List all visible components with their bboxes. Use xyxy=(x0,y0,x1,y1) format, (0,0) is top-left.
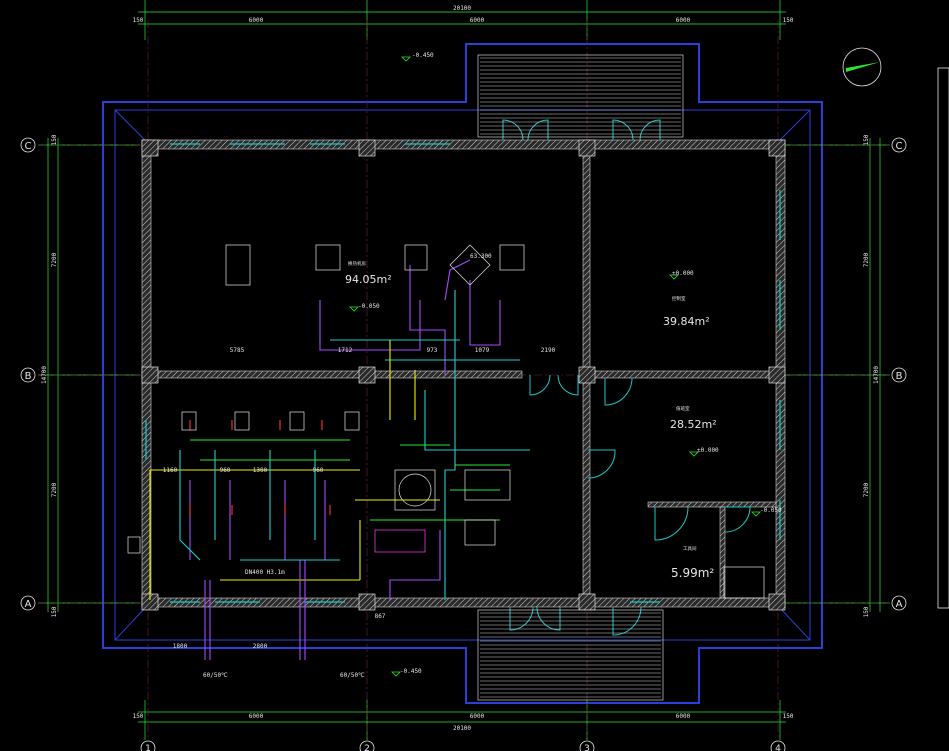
axis-label-c-right: C xyxy=(896,141,903,152)
dim-right-3: 7200 xyxy=(863,482,870,497)
axis-label-b-right: B xyxy=(896,371,903,382)
level-bottom: -0.450 xyxy=(400,668,422,675)
dim-int-5: 2190 xyxy=(541,347,556,354)
room-ne-name: 控制室 xyxy=(672,295,686,302)
room-tool-area: 5.99m² xyxy=(671,566,714,580)
dim-int-4: 1079 xyxy=(475,347,490,354)
level-top: -0.450 xyxy=(412,52,434,59)
room-ne-area: 39.84m² xyxy=(663,315,710,328)
dim-bottom-5: 150 xyxy=(783,713,794,720)
dim-int-6: 1160 xyxy=(163,467,178,474)
level-e: ±0.000 xyxy=(697,447,719,454)
pipe-header-label: DN400 H3.1m xyxy=(245,569,285,576)
dim-right-1: 150 xyxy=(863,134,870,145)
axis-label-2: 2 xyxy=(364,744,370,751)
axis-label-c-left: C xyxy=(25,141,32,152)
dim-left-3: 7200 xyxy=(51,482,58,497)
dim-int-11: 2800 xyxy=(253,643,268,650)
dim-bottom-1: 150 xyxy=(133,713,144,720)
dim-top-total: 20100 xyxy=(453,5,471,12)
axis-bubble-icon xyxy=(20,137,907,751)
building-outline xyxy=(102,43,823,704)
axis-label-b-left: B xyxy=(25,371,32,382)
dim-int-3: 973 xyxy=(427,347,438,354)
dim-top-5: 150 xyxy=(783,17,794,24)
north-arrow-icon xyxy=(842,47,882,87)
axis-label-a-left: A xyxy=(25,599,32,610)
dim-int-2: 1712 xyxy=(338,347,353,354)
dim-left-4: 150 xyxy=(51,606,58,617)
pipe-elev-label: 63.300 xyxy=(470,253,492,260)
pipe-supply-right: 60/50℃ xyxy=(340,672,365,679)
dim-int-10: 1800 xyxy=(173,643,188,650)
room-main-area: 94.05m² xyxy=(345,273,392,286)
room-main-name: 换热机房 xyxy=(348,260,366,267)
dim-top-2: 6000 xyxy=(249,17,264,24)
axis-label-3: 3 xyxy=(584,744,590,751)
level-ne: ±0.000 xyxy=(672,270,694,277)
dim-left-1: 150 xyxy=(51,134,58,145)
axis-label-1: 1 xyxy=(145,744,151,751)
pipe-supply-left: 60/50℃ xyxy=(203,672,228,679)
windows xyxy=(145,143,781,603)
dim-bottom-4: 6000 xyxy=(676,713,691,720)
dim-bottom-3: 6000 xyxy=(470,713,485,720)
dimension-lines xyxy=(38,0,890,740)
dim-int-8: 1300 xyxy=(253,467,268,474)
pipe-network xyxy=(149,259,530,660)
dim-top-3: 6000 xyxy=(470,17,485,24)
room-tool-name: 工具间 xyxy=(683,545,697,552)
dim-bottom-total: 20100 xyxy=(453,725,471,732)
axis-label-4: 4 xyxy=(775,744,781,751)
columns xyxy=(141,139,786,611)
entrance-steps xyxy=(477,54,684,701)
roof-outline xyxy=(114,109,811,641)
dim-right-2: 7200 xyxy=(863,252,870,267)
dim-int-9: 960 xyxy=(313,467,324,474)
axis-grid-lines xyxy=(38,20,890,740)
title-block-edge xyxy=(937,67,949,609)
level-tool: -0.050 xyxy=(760,507,782,514)
axis-label-a-right: A xyxy=(896,599,903,610)
room-e-area: 28.52m² xyxy=(670,418,717,431)
dim-int-12: 867 xyxy=(375,613,386,620)
dim-int-1: 5785 xyxy=(230,347,245,354)
dim-bottom-2: 6000 xyxy=(249,713,264,720)
dim-left-total: 14700 xyxy=(41,366,48,384)
equipment xyxy=(127,244,765,599)
level-main: -0.050 xyxy=(358,303,380,310)
dim-right-total: 14700 xyxy=(873,366,880,384)
dim-top-4: 6000 xyxy=(676,17,691,24)
dim-int-7: 960 xyxy=(220,467,231,474)
level-markers xyxy=(349,56,761,677)
walls xyxy=(141,139,786,608)
dim-left-2: 7200 xyxy=(51,252,58,267)
dim-right-4: 150 xyxy=(863,606,870,617)
dim-top-1: 150 xyxy=(133,17,144,24)
room-e-name: 值班室 xyxy=(676,405,690,412)
doors xyxy=(502,119,751,636)
